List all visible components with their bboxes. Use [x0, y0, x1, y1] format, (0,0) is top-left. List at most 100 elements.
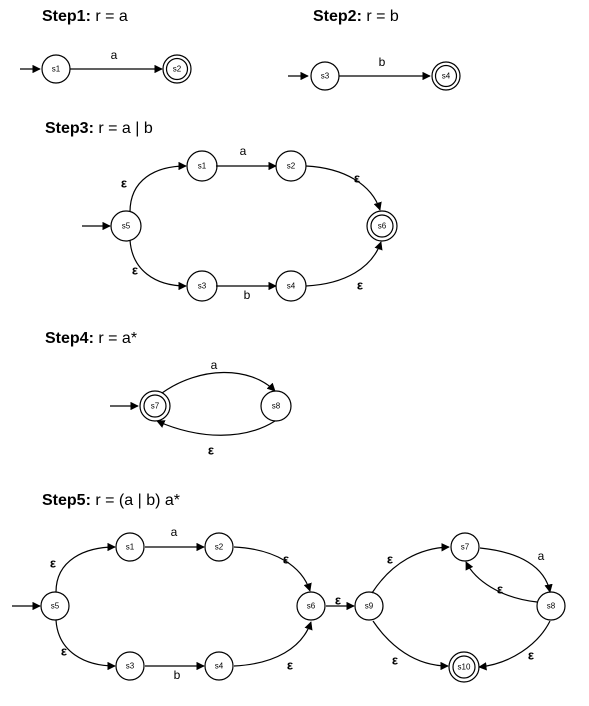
- step4-edge-s7-s8: [161, 371, 276, 394]
- step2-nfa: [288, 61, 461, 91]
- step1-heading: Step1:: [42, 8, 91, 25]
- step3-eps-s2-s6: ε: [354, 171, 360, 186]
- step4-nfa: [110, 371, 292, 436]
- step3-label-s4: s4: [287, 282, 296, 291]
- step4-formula: r = a*: [93, 330, 138, 347]
- step5-label-s6: s6: [307, 602, 316, 611]
- step5-edge-s2-s6: [233, 546, 312, 592]
- step2-label-b: b: [379, 55, 386, 69]
- step1-label-a: a: [111, 48, 118, 62]
- step5-label-s3: s3: [126, 662, 135, 671]
- step3-label-a: a: [240, 144, 247, 158]
- step3-state-s4: [275, 270, 307, 302]
- step2-state-s4: [431, 61, 461, 91]
- step5-eps-s5-s3: ε: [61, 644, 67, 659]
- step5-eps-s9-s7: ε: [387, 552, 393, 567]
- step5-edge-s9-s10: [372, 620, 449, 671]
- step5-edge-s7-s8: [479, 547, 553, 593]
- step3-state-s1: [186, 150, 218, 182]
- step3-label-b: b: [244, 288, 251, 302]
- step5-eps-s9-s10: ε: [392, 653, 398, 668]
- step1-label-s1: s1: [52, 65, 61, 74]
- step4-label-a: a: [211, 358, 218, 372]
- step3-formula: r = a | b: [93, 120, 153, 137]
- step1-formula: r = a: [90, 8, 128, 25]
- step5-label-s4: s4: [215, 662, 224, 671]
- step4-label-s7: s7: [151, 402, 160, 411]
- step3-nfa: [82, 150, 398, 302]
- step5-edge-s5-s1: [55, 542, 116, 593]
- step5-eps-s5-s1: ε: [50, 556, 56, 571]
- step2-title: Step2: r = b: [313, 8, 399, 26]
- step3-label-s5: s5: [122, 222, 131, 231]
- step5-edge-s5-s3: [55, 619, 116, 671]
- step4-eps-s8-s7: ε: [208, 443, 214, 458]
- step3-edge-s5-s3: [129, 239, 187, 291]
- step5-formula: r = (a | b) a*: [90, 492, 180, 509]
- step3-edge-s4-s6: [305, 241, 383, 287]
- step5-label-s5: s5: [51, 602, 60, 611]
- step2-label-s3: s3: [321, 72, 330, 81]
- step5-eps-s2-s6: ε: [283, 552, 289, 567]
- step3-label-s6: s6: [378, 222, 387, 231]
- step5-edge-s8-s7: [465, 561, 538, 603]
- step5-label-b: b: [174, 668, 181, 682]
- step5-label-a: a: [171, 525, 178, 539]
- step2-state-s3: [310, 61, 340, 91]
- step3-eps-s5-s1: ε: [121, 176, 127, 191]
- step5-state-s7: [450, 532, 480, 562]
- step2-heading: Step2:: [313, 8, 362, 25]
- step3-state-s6: [366, 210, 398, 242]
- step1-title: Step1: r = a: [42, 8, 128, 26]
- step3-state-s2: [275, 150, 307, 182]
- step5-state-s1: [115, 532, 145, 562]
- step4-heading: Step4:: [45, 330, 94, 347]
- step4-label-s8: s8: [272, 402, 281, 411]
- step3-edge-s2-s6: [305, 165, 382, 211]
- step3-label-s3: s3: [198, 282, 207, 291]
- step5-eps-s4-s6: ε: [287, 658, 293, 673]
- step2-label-s4: s4: [442, 72, 451, 81]
- step5-label-s1: s1: [126, 543, 135, 552]
- step5-heading: Step5:: [42, 492, 91, 509]
- step1-state-s1: [41, 54, 71, 84]
- step1-state-s2: [162, 54, 192, 84]
- step5-state-s4: [204, 651, 234, 681]
- step3-heading: Step3:: [45, 120, 94, 137]
- step5-state-s10: [448, 651, 480, 683]
- step1-label-s2: s2: [173, 65, 182, 74]
- step3-edge-s5-s1: [129, 161, 187, 213]
- step5-state-s9: [354, 591, 384, 621]
- step5-eps-s8-s7: ε: [497, 582, 503, 597]
- step5-label-s7: s7: [461, 543, 470, 552]
- step5-state-s2: [204, 532, 234, 562]
- step3-state-s3: [186, 270, 218, 302]
- step5-edge-s4-s6: [233, 621, 313, 667]
- step5-state-s8: [536, 591, 566, 621]
- step5-title: Step5: r = (a | b) a*: [42, 492, 180, 510]
- step5-state-s5: [40, 591, 70, 621]
- step5-state-s3: [115, 651, 145, 681]
- step3-state-s5: [110, 210, 142, 242]
- step1-nfa: [20, 54, 192, 84]
- step3-eps-s5-s3: ε: [132, 263, 138, 278]
- step3-label-s1: s1: [198, 162, 207, 171]
- step5-label-s2: s2: [215, 543, 224, 552]
- step5-eps-s8-s10: ε: [528, 648, 534, 663]
- step4-state-s8: [260, 390, 292, 422]
- step5-nfa: [12, 532, 566, 683]
- step4-state-s7: [139, 390, 171, 422]
- step5-label-s8: s8: [547, 602, 556, 611]
- step3-eps-s4-s6: ε: [357, 278, 363, 293]
- step2-formula: r = b: [361, 8, 399, 25]
- step5-label-a-s7-s8: a: [538, 549, 545, 563]
- step3-title: Step3: r = a | b: [45, 120, 153, 138]
- step5-label-s10: s10: [458, 663, 471, 672]
- step3-label-s2: s2: [287, 162, 296, 171]
- step4-edge-s8-s7: [156, 420, 276, 436]
- step5-state-s6: [296, 591, 326, 621]
- step5-eps-s6-s9: ε: [335, 593, 341, 608]
- step4-title: Step4: r = a*: [45, 330, 137, 348]
